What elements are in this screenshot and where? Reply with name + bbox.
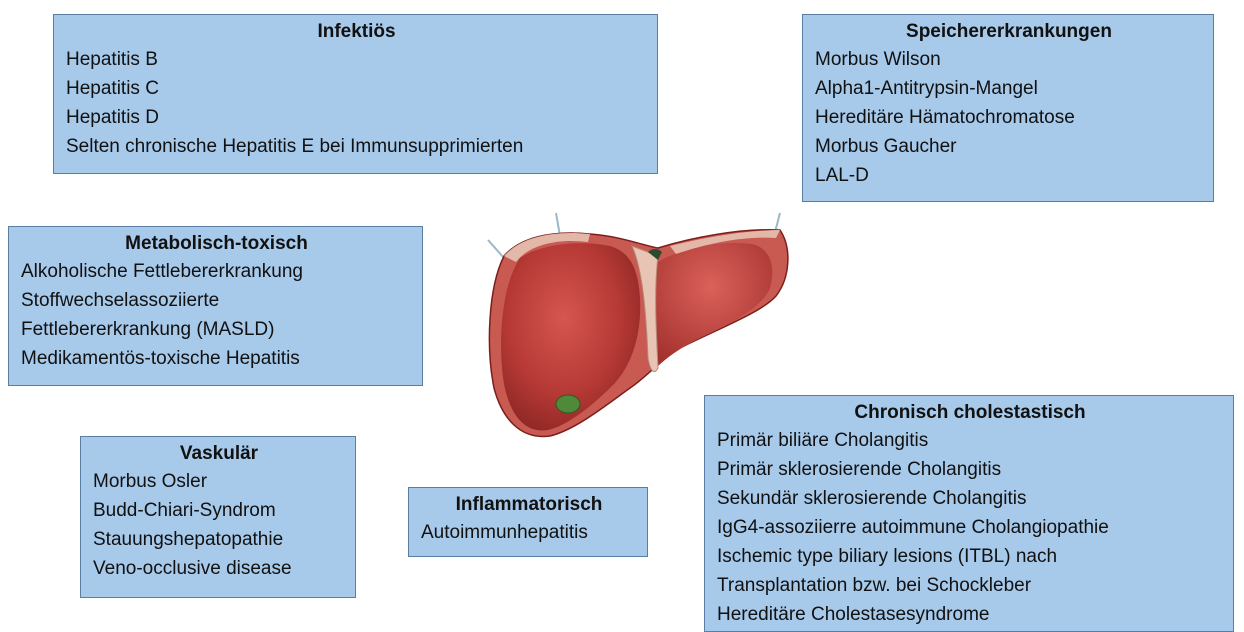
list-item: Morbus Osler bbox=[93, 467, 345, 496]
ligament-line bbox=[556, 213, 560, 236]
list-item: Autoimmunhepatitis bbox=[421, 518, 637, 547]
list-item: Hereditäre Cholestasesyndrome bbox=[717, 600, 1223, 629]
list-item: Veno-occlusive disease bbox=[93, 554, 345, 583]
ligament-line bbox=[488, 240, 504, 258]
category-title: Vaskulär bbox=[93, 441, 345, 467]
category-list: Hepatitis B Hepatitis C Hepatitis D Selt… bbox=[66, 45, 647, 161]
category-list: Primär biliäre Cholangitis Primär sklero… bbox=[717, 426, 1223, 629]
category-list: Morbus Wilson Alpha1-Antitrypsin-Mangel … bbox=[815, 45, 1203, 190]
list-item: Primär sklerosierende Cholangitis bbox=[717, 455, 1223, 484]
category-title: Speichererkrankungen bbox=[815, 19, 1203, 45]
list-item: Sekundär sklerosierende Cholangitis bbox=[717, 484, 1223, 513]
list-item: Stoffwechselassoziierte bbox=[21, 286, 412, 315]
list-item: Alpha1-Antitrypsin-Mangel bbox=[815, 74, 1203, 103]
list-item: Morbus Gaucher bbox=[815, 132, 1203, 161]
liver-illustration bbox=[480, 208, 796, 440]
list-item: Transplantation bzw. bei Schockleber bbox=[717, 571, 1223, 600]
list-item: Budd-Chiari-Syndrom bbox=[93, 496, 345, 525]
list-item: Hepatitis D bbox=[66, 103, 647, 132]
list-item: Alkoholische Fettlebererkrankung bbox=[21, 257, 412, 286]
category-title: Metabolisch-toxisch bbox=[21, 231, 412, 257]
list-item: Morbus Wilson bbox=[815, 45, 1203, 74]
list-item: Selten chronische Hepatitis E bei Immuns… bbox=[66, 132, 647, 161]
category-title: Inflammatorisch bbox=[421, 492, 637, 518]
category-box-inflammatorisch: Inflammatorisch Autoimmunhepatitis bbox=[408, 487, 648, 557]
list-item: Medikamentös-toxische Hepatitis bbox=[21, 344, 412, 373]
gallbladder bbox=[556, 395, 580, 413]
category-box-metabolisch-toxisch: Metabolisch-toxisch Alkoholische Fettleb… bbox=[8, 226, 423, 386]
left-lobe bbox=[650, 243, 773, 368]
list-item: IgG4-assoziierre autoimmune Cholangiopat… bbox=[717, 513, 1223, 542]
list-item: Hepatitis B bbox=[66, 45, 647, 74]
category-list: Autoimmunhepatitis bbox=[421, 518, 637, 547]
list-item: Stauungshepatopathie bbox=[93, 525, 345, 554]
list-item: LAL-D bbox=[815, 161, 1203, 190]
list-item: Hereditäre Hämatochromatose bbox=[815, 103, 1203, 132]
category-box-vaskulaer: Vaskulär Morbus Osler Budd-Chiari-Syndro… bbox=[80, 436, 356, 598]
category-box-infektioes: Infektiös Hepatitis B Hepatitis C Hepati… bbox=[53, 14, 658, 174]
list-item: Hepatitis C bbox=[66, 74, 647, 103]
category-list: Morbus Osler Budd-Chiari-Syndrom Stauung… bbox=[93, 467, 345, 583]
list-item: Ischemic type biliary lesions (ITBL) nac… bbox=[717, 542, 1223, 571]
list-item: Fettlebererkrankung (MASLD) bbox=[21, 315, 412, 344]
category-list: Alkoholische Fettlebererkrankung Stoffwe… bbox=[21, 257, 412, 373]
category-box-speichererkrankungen: Speichererkrankungen Morbus Wilson Alpha… bbox=[802, 14, 1214, 202]
category-title: Infektiös bbox=[66, 19, 647, 45]
